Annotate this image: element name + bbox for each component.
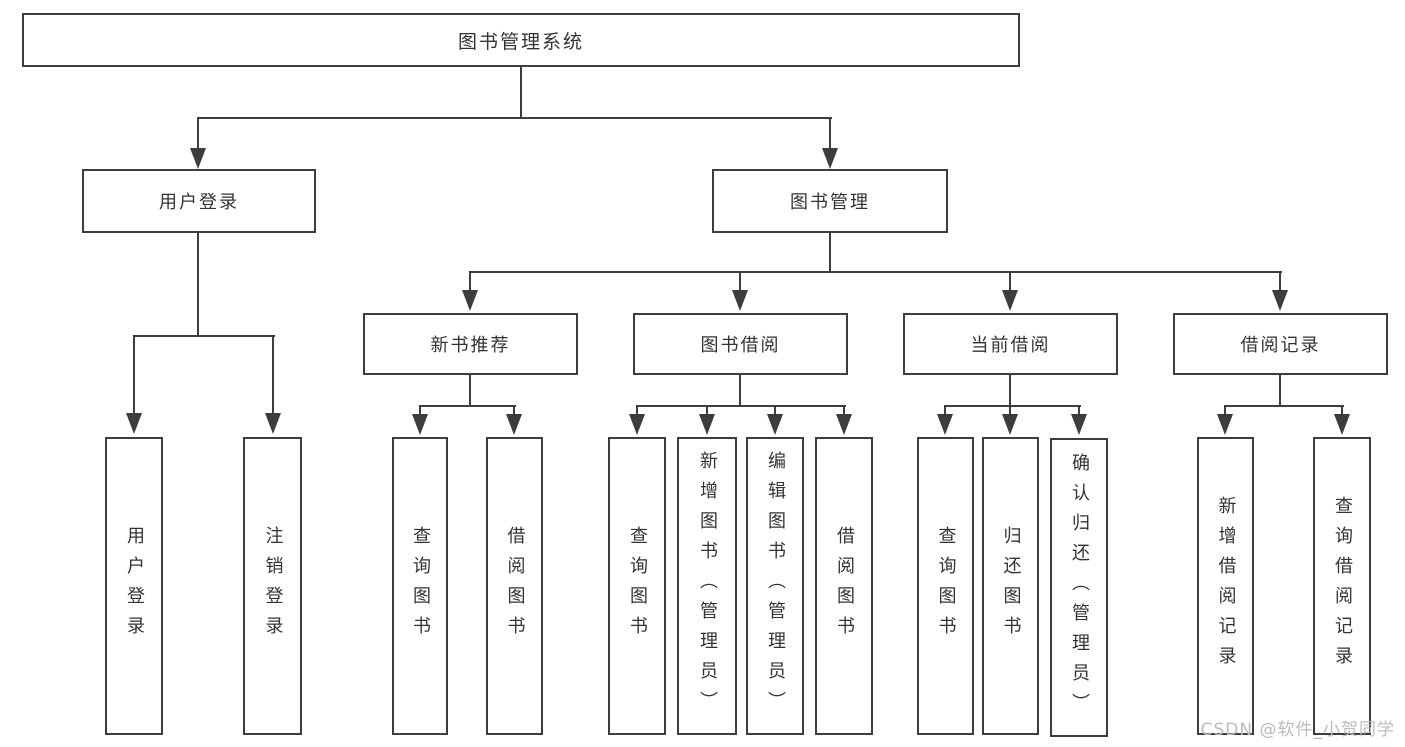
connector-line (197, 117, 199, 150)
connector-line (706, 405, 708, 415)
arrow-down-icon (126, 413, 142, 434)
arrow-down-icon (836, 414, 852, 435)
leaf-query-books: 查询图书 (917, 437, 974, 735)
node-book-management: 图书管理 (712, 169, 948, 233)
connector-line (133, 335, 135, 414)
connector-line (197, 233, 199, 337)
node-book-borrowing: 图书借阅 (633, 313, 848, 375)
connector-line (197, 117, 832, 119)
connector-line (133, 335, 275, 337)
arrow-down-icon (767, 414, 783, 435)
arrow-down-icon (265, 413, 281, 434)
connector-line (1279, 271, 1281, 291)
leaf-borrow-books: 借阅图书 (486, 437, 543, 735)
leaf-logout: 注销登录 (243, 437, 302, 735)
node-new-book-recommendation: 新书推荐 (363, 313, 578, 375)
connector-line (944, 405, 1081, 407)
leaf-return-books: 归还图书 (982, 437, 1039, 735)
arrow-down-icon (1002, 414, 1018, 435)
leaf-confirm-return-admin: 确认归还（管理员） (1050, 438, 1108, 737)
connector-line (636, 405, 846, 407)
arrow-down-icon (1071, 414, 1087, 435)
arrow-down-icon (1002, 290, 1018, 311)
connector-line (419, 405, 421, 415)
connector-line (1224, 405, 1226, 415)
connector-line (1224, 405, 1344, 407)
node-borrowing-records: 借阅记录 (1173, 313, 1388, 375)
arrow-down-icon (1334, 414, 1350, 435)
connector-line (843, 405, 845, 415)
arrow-down-icon (1272, 290, 1288, 311)
connector-line (774, 405, 776, 415)
connector-line (469, 375, 471, 407)
connector-line (829, 233, 831, 273)
leaf-query-books: 查询图书 (608, 437, 666, 735)
arrow-down-icon (412, 414, 428, 435)
leaf-query-borrow-record: 查询借阅记录 (1313, 437, 1371, 735)
arrow-down-icon (190, 148, 206, 169)
arrow-down-icon (1217, 414, 1233, 435)
arrow-down-icon (506, 414, 522, 435)
connector-line (469, 271, 471, 291)
connector-line (272, 335, 274, 414)
arrow-down-icon (937, 414, 953, 435)
connector-line (419, 405, 516, 407)
connector-line (1009, 271, 1011, 291)
connector-line (1009, 405, 1011, 415)
connector-line (513, 405, 515, 415)
arrow-down-icon (462, 290, 478, 311)
connector-line (944, 405, 946, 415)
leaf-borrow-books: 借阅图书 (815, 437, 873, 735)
node-current-borrowing: 当前借阅 (903, 313, 1118, 375)
connector-line (1341, 405, 1343, 415)
csdn-watermark: CSDN @软件_小贺同学 (1200, 720, 1395, 740)
node-user-login: 用户登录 (82, 169, 316, 233)
leaf-add-books-admin: 新增图书（管理员） (677, 437, 737, 735)
arrow-down-icon (699, 414, 715, 435)
connector-line (739, 271, 741, 291)
connector-line (1009, 375, 1011, 407)
leaf-add-borrow-record: 新增借阅记录 (1197, 437, 1254, 735)
arrow-down-icon (629, 414, 645, 435)
connector-line (1279, 375, 1281, 407)
leaf-user-login: 用户登录 (105, 437, 163, 735)
connector-line (636, 405, 638, 415)
connector-line (829, 117, 831, 150)
connector-line (739, 375, 741, 407)
connector-line (469, 271, 1282, 273)
leaf-edit-books-admin: 编辑图书（管理员） (746, 437, 804, 735)
arrow-down-icon (822, 148, 838, 169)
arrow-down-icon (732, 290, 748, 311)
connector-line (520, 67, 522, 119)
leaf-query-books: 查询图书 (392, 437, 448, 735)
node-root-system: 图书管理系统 (22, 13, 1020, 67)
connector-line (1078, 405, 1080, 415)
